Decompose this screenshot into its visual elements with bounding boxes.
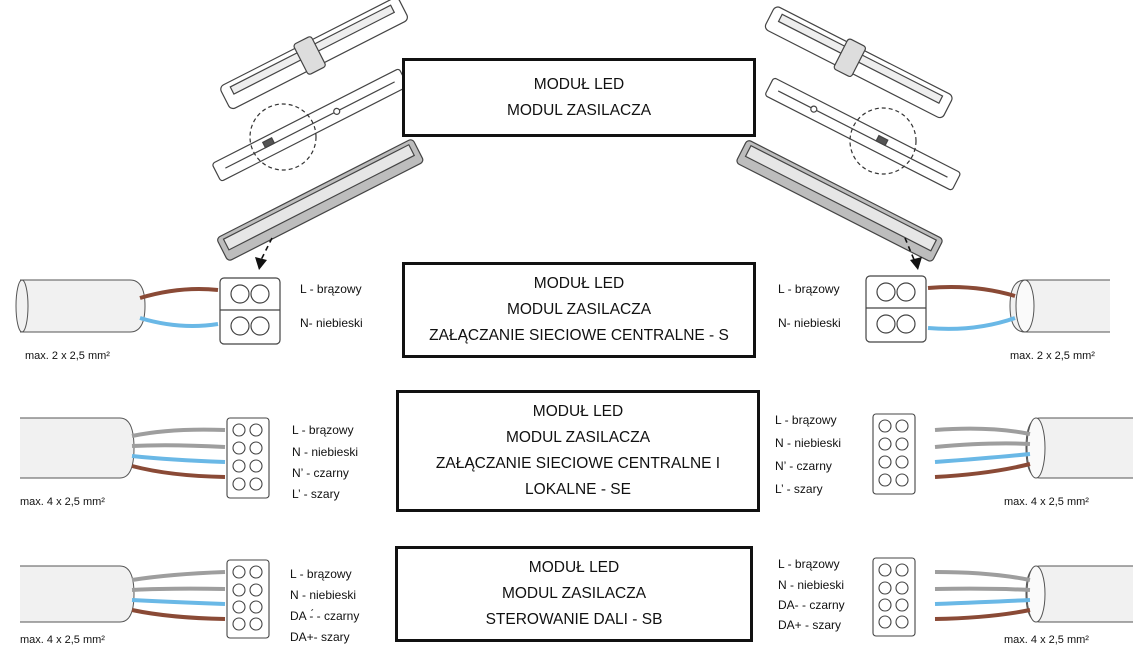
- terminal-block-left-row3: [226, 559, 270, 639]
- cable-section-right: max. 2 x 2,5 mm²: [1010, 350, 1095, 362]
- box-line: MODUŁ LED: [533, 75, 625, 93]
- box-line: MODUL ZASILACZA: [506, 301, 652, 318]
- cable-section-left: max. 4 x 2,5 mm²: [20, 634, 105, 646]
- cable-left-row1: [15, 279, 146, 333]
- arrow-left: [259, 237, 273, 263]
- wire-label-right: N - niebieski: [778, 578, 845, 592]
- wire-right-blue: [927, 316, 1016, 331]
- terminal-block-left-row1: [219, 277, 281, 345]
- wire-label-left: L - brązowy: [290, 567, 352, 581]
- wire-label-right: N- niebieski: [778, 316, 841, 330]
- wire-label-right: L’ - szary: [775, 482, 823, 496]
- cable-right-row2: [1025, 417, 1133, 479]
- cable-section-right: max. 4 x 2,5 mm²: [1004, 496, 1089, 508]
- arrow-right: [904, 237, 916, 263]
- box-line: MODUL ZASILACZA: [506, 101, 652, 119]
- box-line: MODUŁ LED: [528, 559, 620, 576]
- cable-right-row1: [1009, 279, 1110, 333]
- terminal-block-right-row2: [872, 413, 916, 495]
- box-line: STEROWANIE DALI - SB: [485, 611, 663, 628]
- box-line: MODUŁ LED: [533, 275, 625, 292]
- terminal-block-right-row3: [872, 557, 916, 637]
- cable-right-row3: [1025, 565, 1133, 623]
- cable-section-left: max. 4 x 2,5 mm²: [20, 496, 105, 508]
- luminaire-left-sketch: [212, 0, 424, 261]
- box-line: ZAŁĄCZANIE SIECIOWE CENTRALNE - S: [429, 327, 729, 344]
- wire-label-right: L - brązowy: [778, 282, 840, 296]
- wire-label-left: L’ - szary: [292, 487, 340, 501]
- terminal-block-right-row1: [865, 275, 927, 343]
- wire-label-right: DA+ - szary: [778, 618, 842, 632]
- wire-label-right: N - niebieski: [775, 436, 842, 450]
- box-line: MODUL ZASILACZA: [501, 585, 647, 602]
- cable-left-row3: [20, 565, 135, 623]
- box-central-switching-s: MODUŁ LED MODUL ZASILACZA ZAŁĄCZANIE SIE…: [402, 262, 756, 358]
- box-line: ZAŁĄCZANIE SIECIOWE CENTRALNE I: [435, 455, 721, 472]
- wire-label-left: N - niebieski: [292, 445, 359, 459]
- wire-label-left: L - brązowy: [300, 282, 362, 296]
- wire-left-blue: [139, 316, 219, 328]
- box-line: MODUL ZASILACZA: [505, 429, 651, 446]
- box-dali-control-sb: MODUŁ LED MODUL ZASILACZA STEROWANIE DAL…: [395, 546, 753, 642]
- wire-label-right: DA- - czarny: [778, 598, 845, 612]
- wire-right-brown: [927, 285, 1016, 298]
- cable-section-left: max. 2 x 2,5 mm²: [25, 350, 110, 362]
- terminal-block-left-row2: [226, 417, 270, 499]
- wire-label-right: L - brązowy: [778, 557, 840, 571]
- cable-left-row2: [20, 417, 135, 479]
- wire-label-right: N’ - czarny: [775, 459, 832, 473]
- wire-label-left: DA+- szary: [290, 630, 350, 644]
- wire-label-left: L - brązowy: [292, 423, 354, 437]
- wire-label-left: N - niebieski: [290, 588, 357, 602]
- cable-section-right: max. 4 x 2,5 mm²: [1004, 634, 1089, 646]
- luminaire-right-sketch: [736, 6, 961, 262]
- wire-label-left: N’ - czarny: [292, 466, 349, 480]
- box-line: MODUŁ LED: [532, 403, 624, 420]
- box-central-local-switching-se: MODUŁ LED MODUL ZASILACZA ZAŁĄCZANIE SIE…: [396, 390, 760, 512]
- wire-left-brown: [139, 287, 219, 300]
- wire-label-left: N- niebieski: [300, 316, 363, 330]
- box-line: LOKALNE - SE: [525, 481, 631, 498]
- wire-label-right: L - brązowy: [775, 413, 837, 427]
- box-led-module: MODUŁ LED MODUL ZASILACZA: [402, 58, 756, 137]
- wire-label-left: DA -́ - czarny: [290, 609, 360, 623]
